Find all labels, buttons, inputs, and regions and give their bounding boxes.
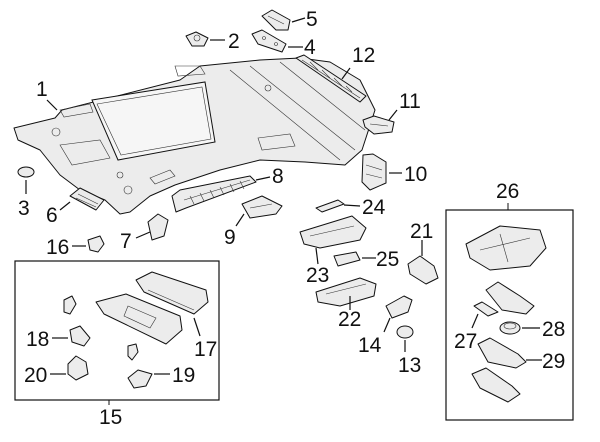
part-support-strip-12[interactable] (295, 54, 367, 103)
part-console-frame-23[interactable] (299, 215, 367, 249)
callout-24: 24 (362, 196, 386, 219)
callout-6: 6 (46, 204, 58, 227)
part-console-bracket-22[interactable] (315, 277, 377, 307)
part-visor-bracket-18[interactable] (69, 325, 91, 347)
callout-11: 11 (399, 90, 421, 113)
part-visor-hinge-19[interactable] (127, 369, 153, 389)
part-grab-handle-trim-8[interactable] (171, 175, 257, 213)
part-lamp-housing-5[interactable] (261, 9, 291, 31)
part-bulb-13[interactable] (396, 325, 414, 339)
part-clip-2[interactable] (185, 31, 209, 47)
part-bracket-11[interactable] (362, 115, 395, 135)
callout-16: 16 (46, 236, 69, 259)
part-headliner[interactable] (13, 57, 376, 215)
part-clip-16[interactable] (87, 235, 105, 253)
callout-3: 3 (18, 197, 30, 220)
callout-29: 29 (542, 350, 565, 373)
part-switch-25[interactable] (333, 251, 361, 267)
callout-17: 17 (194, 338, 217, 361)
callout-1: 1 (36, 78, 48, 101)
part-sun-visor-front[interactable] (95, 293, 183, 345)
callout-5: 5 (306, 8, 318, 31)
callout-19: 19 (172, 364, 195, 387)
callout-21: 21 (410, 220, 433, 243)
part-plug-3[interactable] (17, 166, 35, 178)
callout-7: 7 (120, 230, 132, 253)
part-knob-28[interactable] (499, 321, 521, 335)
callout-22: 22 (338, 308, 361, 331)
arrow-7 (135, 231, 151, 239)
arrow-23 (315, 247, 319, 265)
callout-23: 23 (306, 264, 329, 287)
arrow-11 (388, 109, 398, 121)
part-bracket-7[interactable] (147, 213, 169, 241)
part-console-cover[interactable] (471, 367, 521, 403)
callout-15: 15 (99, 406, 122, 429)
callout-4: 4 (304, 36, 316, 59)
callout-2: 2 (228, 30, 240, 53)
arrow-17 (193, 317, 201, 337)
callout-20: 20 (24, 364, 47, 387)
part-sun-visor-17-rear[interactable] (135, 271, 209, 315)
callout-14: 14 (358, 334, 382, 357)
arrow-1 (46, 99, 58, 111)
arrow-5 (291, 17, 306, 23)
arrow-6 (59, 201, 71, 211)
callout-27: 27 (454, 330, 477, 353)
arrow-14 (383, 317, 391, 333)
callout-9: 9 (224, 226, 236, 249)
callout-13: 13 (398, 354, 421, 377)
callout-26: 26 (496, 180, 519, 203)
part-console-insert[interactable] (485, 281, 535, 315)
part-bezel-4[interactable] (251, 29, 287, 53)
part-lens-27[interactable] (473, 301, 499, 317)
part-vent-grille-6[interactable] (69, 187, 105, 211)
callout-25: 25 (376, 248, 399, 271)
part-lamp-assembly-14[interactable] (385, 295, 413, 319)
part-visor-clip-2[interactable] (127, 343, 139, 361)
part-visor-clip[interactable] (63, 295, 77, 315)
part-pillar-trim-10[interactable] (361, 153, 387, 191)
arrow-12 (341, 67, 351, 80)
callout-10: 10 (404, 163, 427, 186)
part-trim-piece-9[interactable] (241, 195, 283, 219)
callout-8: 8 (272, 165, 284, 188)
part-visor-holder-20[interactable] (67, 355, 89, 381)
callout-18: 18 (26, 328, 49, 351)
arrow-8 (255, 176, 271, 181)
arrow-9 (235, 213, 245, 227)
callout-28: 28 (542, 318, 565, 341)
part-console-housing[interactable] (465, 225, 547, 271)
arrow-27 (471, 313, 479, 329)
arrow-24 (343, 204, 361, 207)
part-housing-29[interactable] (477, 337, 527, 369)
part-reading-lamp-21[interactable] (407, 255, 439, 285)
group-box-15 (14, 260, 220, 401)
callout-12: 12 (352, 44, 375, 67)
group-box-26 (445, 209, 574, 421)
part-lens-24[interactable] (315, 199, 345, 213)
